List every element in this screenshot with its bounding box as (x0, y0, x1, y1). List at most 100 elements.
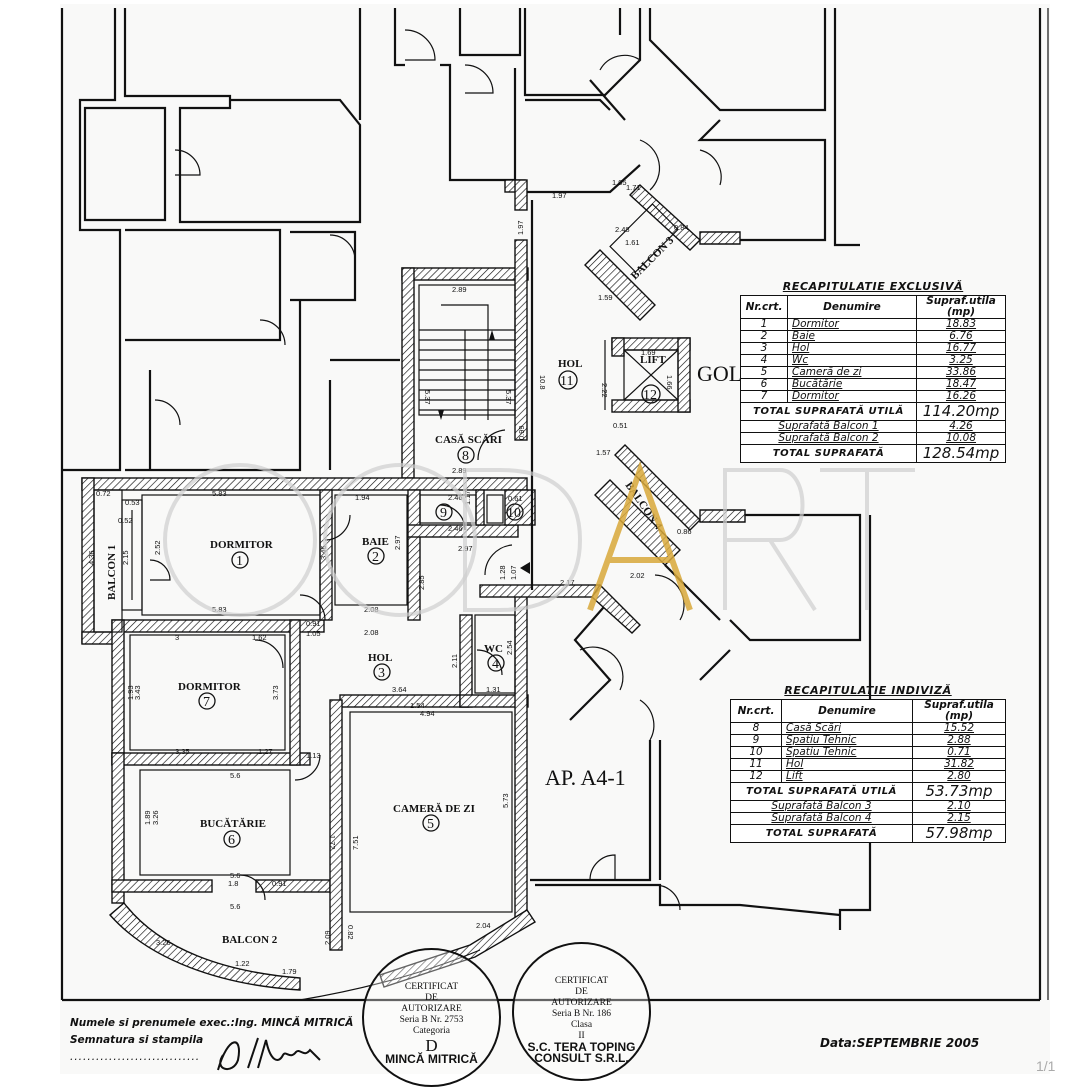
svg-text:0.99: 0.99 (517, 425, 526, 440)
document-date: Data:SEPTEMBRIE 2005 (820, 1036, 980, 1050)
svg-text:0.51: 0.51 (613, 421, 628, 430)
svg-text:0.53: 0.53 (125, 498, 140, 507)
balcony-3 (584, 184, 741, 321)
room-label-hol-11: HOL (558, 358, 582, 370)
executor-name: Numele si prenumele exec.:Ing. MINCĂ MIT… (70, 1017, 354, 1029)
svg-text:5.73: 5.73 (501, 793, 510, 808)
recap-exclusive-title: RECAPITULATIE EXCLUSIVĂ (782, 280, 964, 293)
svg-text:1.66: 1.66 (665, 375, 674, 390)
watermark (163, 461, 915, 617)
staircase (401, 179, 529, 479)
room-label-casa-scari: CASĂ SCĂRI (435, 434, 502, 446)
svg-text:10.8: 10.8 (538, 375, 547, 390)
svg-text:3.26: 3.26 (156, 938, 171, 947)
neighbour-units-lower-right (530, 513, 872, 930)
svg-text:1.13: 1.13 (306, 751, 321, 760)
svg-text:1.28: 1.28 (498, 565, 507, 580)
svg-text:7.51: 7.51 (351, 835, 360, 850)
room-label-hol-3: HOL (368, 652, 392, 664)
svg-text:1.62: 1.62 (252, 633, 267, 642)
header-suprafata: Supraf.utila (mp) (916, 295, 1006, 319)
svg-text:1.79: 1.79 (282, 967, 297, 976)
entrance-arrow-icon (520, 562, 530, 574)
svg-text:5.83: 5.83 (212, 489, 227, 498)
svg-text:5: 5 (427, 817, 434, 832)
svg-text:3: 3 (378, 666, 385, 681)
svg-text:1.07: 1.07 (509, 565, 518, 580)
svg-text:2.54: 2.54 (505, 640, 514, 655)
svg-text:2.08: 2.08 (364, 628, 379, 637)
svg-text:2.09: 2.09 (323, 930, 332, 945)
svg-text:1.05: 1.05 (612, 178, 627, 187)
svg-text:5.37: 5.37 (504, 390, 513, 405)
room-label-baie: BAIE (362, 536, 389, 548)
room-label-wc: WC (484, 643, 503, 655)
svg-text:1.97: 1.97 (516, 220, 525, 235)
svg-text:1.69: 1.69 (641, 348, 656, 357)
svg-text:0.61: 0.61 (508, 494, 523, 503)
svg-text:3.64: 3.64 (392, 685, 407, 694)
svg-text:1.93: 1.93 (126, 685, 135, 700)
header-suprafata: Supraf.utila (mp) (912, 699, 1006, 723)
svg-text:1.61: 1.61 (625, 238, 640, 247)
recap-indiviza-table: RECAPITULATIE INDIVIZĂ Nr.crt. Denumire … (730, 684, 1006, 843)
svg-text:3.43: 3.43 (133, 685, 142, 700)
svg-text:2.48: 2.48 (615, 225, 630, 234)
header-denumire: Denumire (781, 699, 913, 723)
svg-text:3.35: 3.35 (175, 747, 190, 756)
svg-text:1.05: 1.05 (306, 629, 321, 638)
header-nr: Nr.crt. (740, 295, 788, 319)
svg-text:0.84: 0.84 (674, 223, 689, 232)
svg-text:3.26: 3.26 (151, 810, 160, 825)
recap-indiviza-title: RECAPITULATIE INDIVIZĂ (784, 684, 952, 697)
svg-text:1.8: 1.8 (228, 879, 238, 888)
svg-text:2.11: 2.11 (450, 654, 459, 668)
room-label-bucatarie: BUCĂTĂRIE (200, 818, 266, 830)
svg-text:3.46: 3.46 (319, 545, 328, 560)
svg-text:1.27: 1.27 (258, 747, 273, 756)
page-number: 1/1 (1036, 1058, 1056, 1074)
room-label-lift: LIFT (640, 354, 666, 366)
svg-text:2.85: 2.85 (417, 575, 426, 590)
svg-text:2.04: 2.04 (476, 921, 491, 930)
balcony-1 (93, 489, 171, 633)
svg-text:3: 3 (175, 633, 179, 642)
lift-shaft (604, 337, 691, 413)
svg-text:1.59: 1.59 (598, 293, 613, 302)
svg-text:1.22: 1.22 (235, 959, 250, 968)
svg-text:12: 12 (643, 388, 657, 403)
balcony-2-label: BALCON 2 (222, 934, 278, 946)
svg-text:0.86: 0.86 (677, 527, 692, 536)
svg-text:1.89: 1.89 (143, 810, 152, 825)
svg-text:5.6: 5.6 (230, 902, 240, 911)
gol-label: GOL (697, 361, 742, 386)
svg-text:2.89: 2.89 (452, 466, 467, 475)
room-label-dormitor-7: DORMITOR (178, 681, 242, 693)
svg-text:1.57: 1.57 (596, 448, 611, 457)
svg-text:2.02: 2.02 (630, 571, 645, 580)
svg-text:4.36: 4.36 (87, 550, 96, 565)
header-denumire: Denumire (787, 295, 917, 319)
room-label-spatiu-tehnic-9: 9 (440, 506, 447, 521)
svg-text:1.72: 1.72 (328, 835, 337, 850)
svg-text:7: 7 (203, 695, 210, 710)
executor-block: Numele si prenumele exec.:Ing. MINCĂ MIT… (70, 1015, 353, 1066)
svg-text:2: 2 (372, 550, 379, 565)
svg-text:2.15: 2.15 (121, 550, 130, 565)
svg-text:0.91: 0.91 (272, 879, 287, 888)
svg-text:1.97: 1.97 (552, 191, 567, 200)
